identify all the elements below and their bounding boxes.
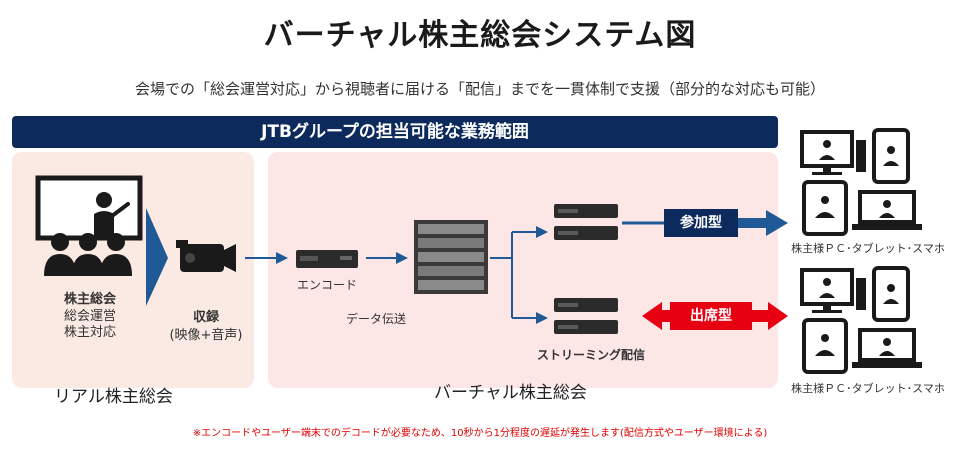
devices-group-top-icon bbox=[800, 128, 922, 236]
transfer-label: データ伝送 bbox=[345, 312, 406, 326]
participate-arrow bbox=[622, 209, 788, 237]
chevron-arrow-icon bbox=[146, 208, 168, 306]
real-meeting-title: 株主総会 bbox=[63, 292, 116, 307]
video-camera-icon bbox=[176, 240, 236, 272]
streaming-server-top-icon bbox=[554, 204, 618, 240]
streaming-server-bottom-icon bbox=[554, 298, 618, 334]
devices-label-top: 株主様ＰＣ･タブレット･スマホ bbox=[791, 242, 945, 255]
devices-label-bottom: 株主様ＰＣ･タブレット･スマホ bbox=[791, 382, 945, 395]
virtual-meeting-panel bbox=[268, 152, 778, 388]
real-meeting-label: リアル株主総会 bbox=[54, 387, 173, 407]
streaming-label: ストリーミング配信 bbox=[536, 348, 645, 362]
recording-sub-label: (映像+音声) bbox=[169, 328, 243, 343]
page-subtitle: 会場での「総会運営対応」から視聴者に届ける「配信」までを一貫体制で支援（部分的な… bbox=[134, 80, 825, 98]
presenter-icon bbox=[35, 175, 143, 276]
virtual-meeting-label: バーチャル株主総会 bbox=[434, 383, 587, 403]
attend-double-arrow bbox=[642, 302, 788, 330]
real-meeting-sub1: 総会運営 bbox=[63, 309, 116, 324]
recording-label: 収録 bbox=[192, 310, 219, 325]
real-meeting-sub2: 株主対応 bbox=[63, 325, 116, 340]
latency-note: ※エンコードやユーザー端末でのデコードが必要なため、10秒から1分程度の遅延が発… bbox=[192, 428, 768, 439]
server-rack-icon bbox=[414, 220, 488, 294]
devices-group-bottom-icon bbox=[800, 266, 922, 374]
page-title: バーチャル株主総会システム図 bbox=[263, 18, 697, 53]
attend-type-label: 出席型 bbox=[690, 308, 732, 324]
encoder-device-icon bbox=[296, 250, 358, 268]
scope-banner: JTBグループの担当可能な業務範囲 bbox=[12, 116, 778, 148]
participate-type-label: 参加型 bbox=[680, 215, 722, 231]
encode-label: エンコード bbox=[296, 278, 357, 292]
